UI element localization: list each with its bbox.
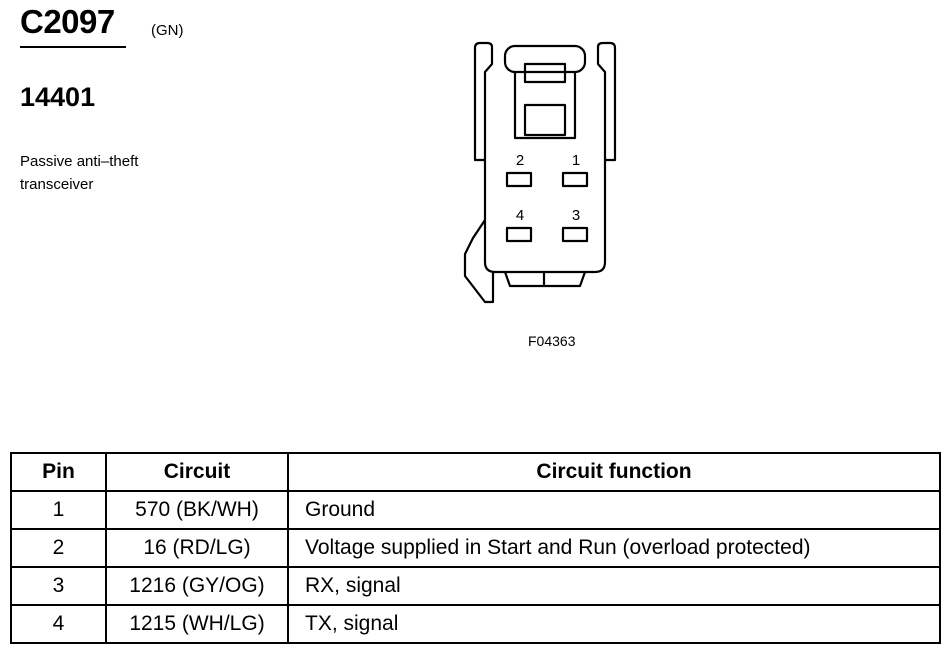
pin-terminal-3: [561, 226, 589, 243]
cell-function: Ground: [287, 490, 941, 530]
top-slot: [523, 62, 567, 84]
component-description-line1: Passive anti–theft: [20, 153, 139, 170]
pin-terminal-2: [505, 171, 533, 188]
cell-circuit: 570 (BK/WH): [105, 490, 289, 530]
table-row: 1 570 (BK/WH) Ground: [10, 490, 941, 530]
header-pin: Pin: [10, 452, 107, 492]
cell-function: RX, signal: [287, 566, 941, 606]
connector-color: (GN): [151, 22, 184, 39]
cell-circuit: 1216 (GY/OG): [105, 566, 289, 606]
pin-terminal-1: [561, 171, 589, 188]
cell-pin: 2: [10, 528, 107, 568]
cell-function: Voltage supplied in Start and Run (overl…: [287, 528, 941, 568]
cell-circuit: 1215 (WH/LG): [105, 604, 289, 644]
cell-pin: 4: [10, 604, 107, 644]
pin-terminal-4: [505, 226, 533, 243]
connector-id-underline: [20, 46, 126, 48]
table-row: 3 1216 (GY/OG) RX, signal: [10, 566, 941, 606]
cell-pin: 1: [10, 490, 107, 530]
header-circuit-function: Circuit function: [287, 452, 941, 492]
side-locking-tab: [463, 219, 495, 304]
inner-channel: [513, 72, 577, 140]
top-bar: [503, 44, 587, 74]
right-latch-arm: [596, 41, 617, 162]
part-number: 14401: [20, 82, 96, 112]
square-window: [523, 103, 567, 137]
pin-function-table: Pin Circuit Circuit function 1 570 (BK/W…: [10, 452, 941, 644]
component-description-line2: transceiver: [20, 176, 94, 193]
pin-label-1: 1: [572, 152, 580, 169]
table-row: 4 1215 (WH/LG) TX, signal: [10, 604, 941, 644]
cell-circuit: 16 (RD/LG): [105, 528, 289, 568]
header-circuit: Circuit: [105, 452, 289, 492]
cell-function: TX, signal: [287, 604, 941, 644]
pin-label-3: 3: [572, 207, 580, 224]
left-latch-arm: [473, 41, 494, 162]
pin-label-4: 4: [516, 207, 524, 224]
connector-face-diagram: 2 1 4 3: [463, 41, 617, 304]
pin-label-2: 2: [516, 152, 524, 169]
connector-id: C2097: [20, 3, 115, 40]
component-description: Passive anti–theft transceiver: [20, 150, 138, 196]
figure-id: F04363: [528, 333, 576, 349]
table-row: 2 16 (RD/LG) Voltage supplied in Start a…: [10, 528, 941, 568]
cell-pin: 3: [10, 566, 107, 606]
table-header-row: Pin Circuit Circuit function: [10, 452, 941, 492]
